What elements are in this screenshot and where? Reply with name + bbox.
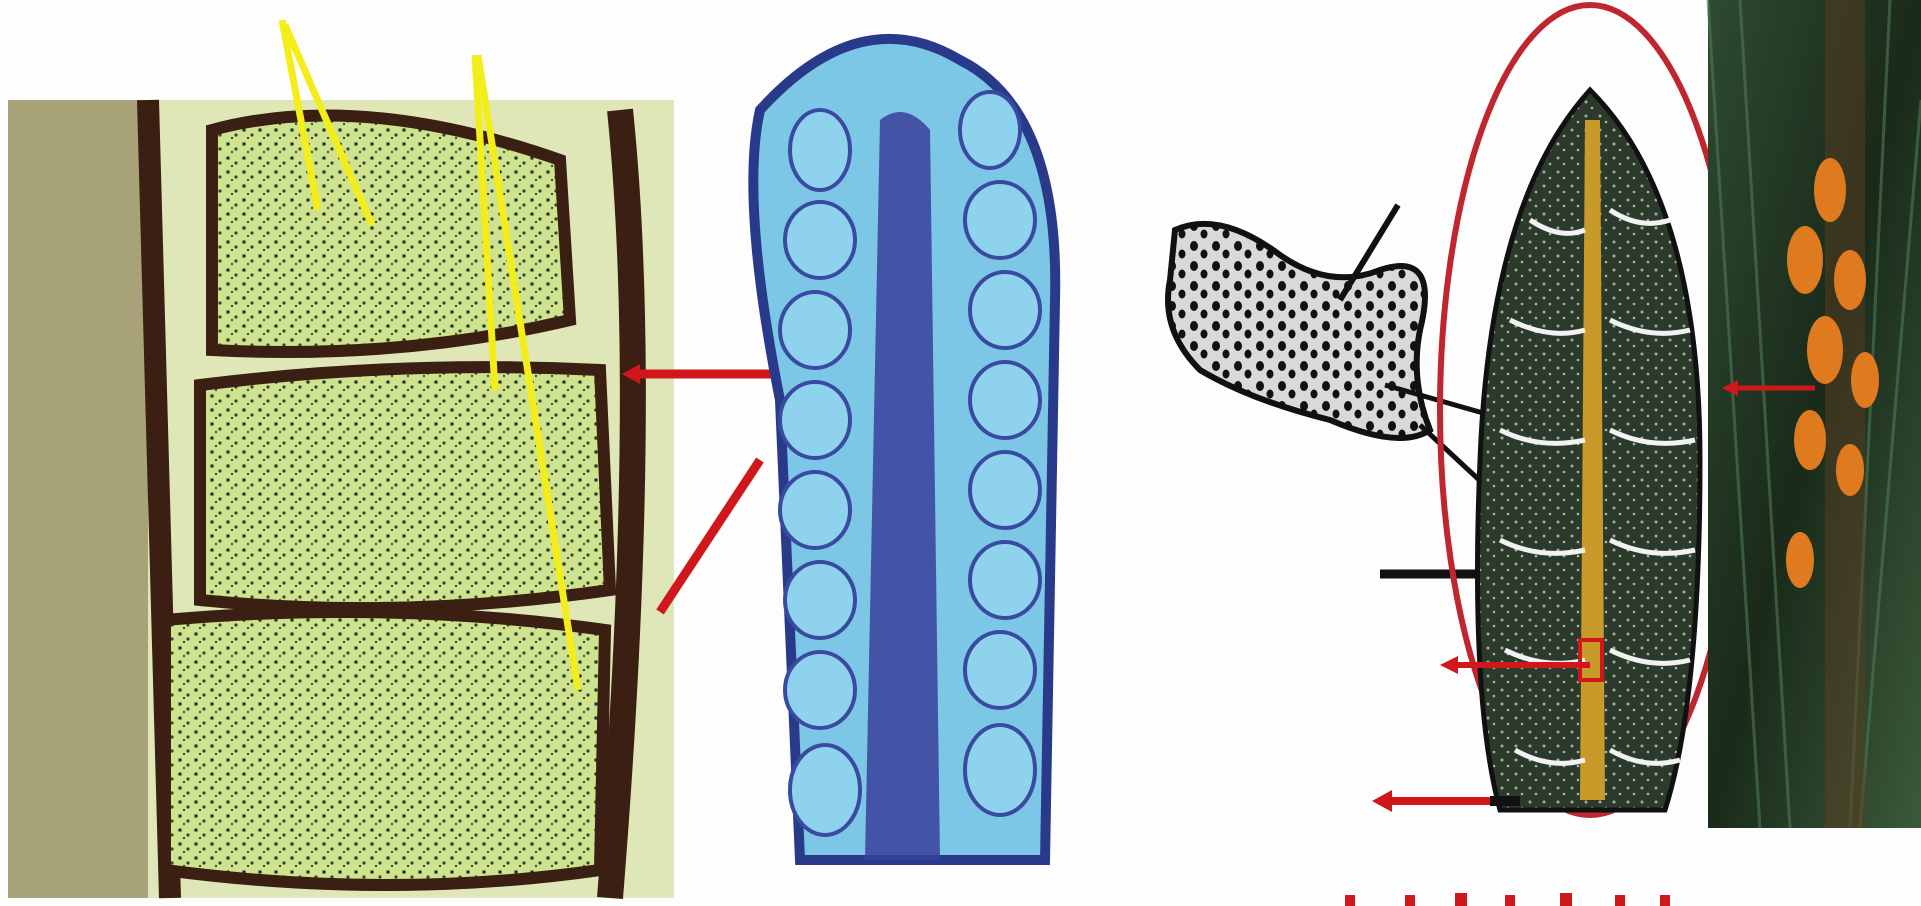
photo-branch-stem	[1825, 0, 1865, 828]
panel-male-cone-drawing	[1372, 5, 1740, 815]
panel1-left-tissue	[8, 100, 148, 898]
pollen-sac-shape	[1168, 224, 1430, 438]
red-arrowhead-middle	[1440, 656, 1458, 674]
cropped-bottom-marks	[1345, 893, 1670, 906]
panel-stained-section	[753, 39, 1055, 860]
panel-pine-branch-photo	[1708, 0, 1921, 828]
red-arrow-lower	[660, 460, 760, 612]
microsporangium-bottom	[165, 612, 605, 885]
panel-pine-cone-section	[8, 20, 674, 898]
red-arrowhead-bottom	[1372, 790, 1392, 812]
